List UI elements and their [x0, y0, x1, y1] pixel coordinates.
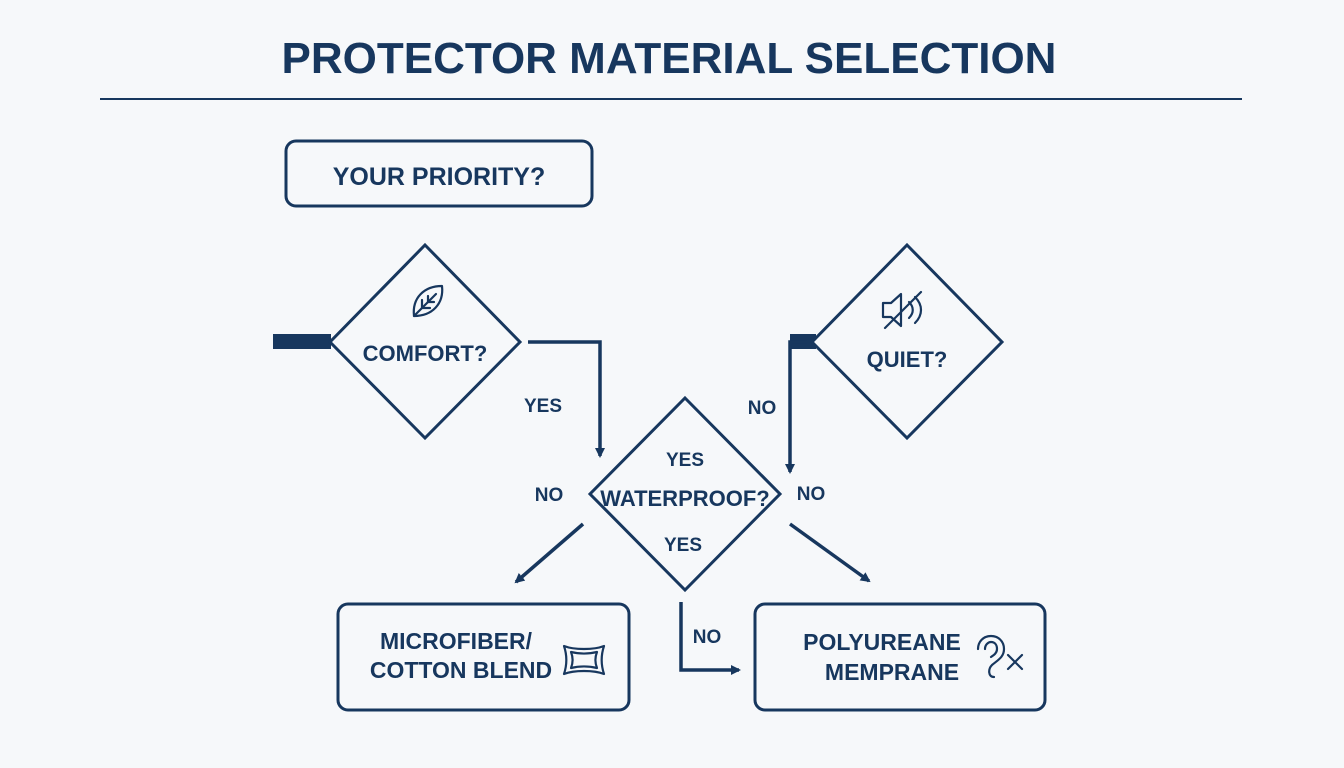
microfiber-result-node: MICROFIBER/ COTTON BLEND: [336, 602, 631, 712]
polyureane-label-line2: MEMPRANE: [825, 659, 959, 685]
microfiber-label-line1: MICROFIBER/: [380, 628, 533, 654]
edge-label-comfort-yes: YES: [524, 396, 562, 417]
edge-label-waterproof-top-yes: YES: [666, 450, 704, 471]
leaf-icon: [412, 284, 444, 318]
edge-quiet-to-waterproof: [785, 340, 807, 474]
quiet-node: QUIET?: [790, 242, 1005, 441]
ear-muted-icon: [976, 634, 1024, 679]
priority-node: YOUR PRIORITY?: [284, 139, 594, 208]
waterproof-node: WATERPROOF?: [587, 395, 783, 593]
comfort-label: COMFORT?: [363, 341, 488, 366]
speaker-muted-icon: [881, 290, 923, 330]
page-title: PROTECTOR MATERIAL SELECTION: [282, 34, 1057, 83]
comfort-entry-connector: [273, 334, 331, 349]
edge-comfort-to-waterproof: [528, 340, 605, 458]
pillow-icon: [562, 644, 606, 676]
quiet-label: QUIET?: [867, 347, 948, 372]
edge-label-waterproof-down-no: NO: [693, 627, 722, 648]
edge-label-waterproof-bottom-yes: YES: [664, 535, 702, 556]
edge-waterproof-to-polyureane: [788, 522, 871, 583]
priority-label: YOUR PRIORITY?: [333, 163, 546, 191]
microfiber-label-line2: COTTON BLEND: [370, 657, 552, 683]
edge-label-waterproof-right-no: NO: [797, 484, 826, 505]
edge-waterproof-to-microfiber: [514, 522, 585, 584]
edge-label-quiet-no: NO: [748, 398, 777, 419]
comfort-node: COMFORT?: [327, 242, 523, 441]
polyureane-result-node: POLYUREANE MEMPRANE: [753, 602, 1047, 712]
edge-label-waterproof-left-no: NO: [535, 485, 564, 506]
waterproof-label: WATERPROOF?: [600, 486, 769, 511]
edge-waterproof-down: [679, 602, 741, 675]
polyureane-label-line1: POLYUREANE: [803, 629, 961, 655]
